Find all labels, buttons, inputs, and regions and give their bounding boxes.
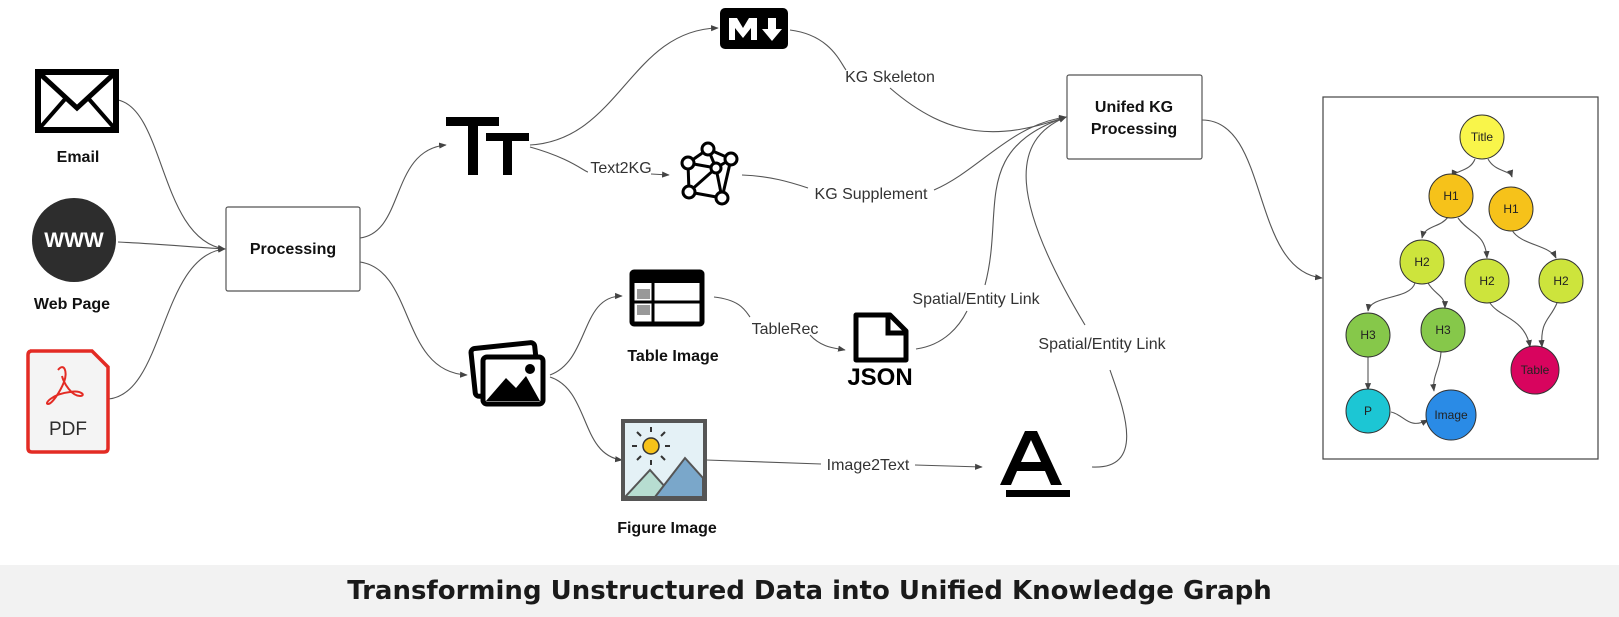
json-file-icon: JSON (847, 312, 913, 391)
kg-node-title-label: Title (1471, 130, 1494, 144)
edge-kg-unified (741, 117, 1066, 191)
table-image-label: Table Image (627, 348, 718, 365)
kg-node-h3-b-label: H3 (1435, 323, 1451, 337)
kg-node-p: P (1345, 388, 1391, 434)
edge-pdf-processing (107, 246, 226, 400)
tablerec-label: TableRec (752, 321, 819, 338)
knowledge-graph-icon (680, 141, 739, 206)
kg-node-h2-c-label: H2 (1553, 274, 1569, 288)
edge-figure-font (705, 460, 982, 467)
kg-node-h2-a-label: H2 (1414, 255, 1430, 269)
kg-skeleton-label: KG Skeleton (845, 69, 935, 86)
json-text: JSON (847, 364, 912, 391)
webpage-label: Web Page (34, 296, 110, 313)
kg-node-h2-a: H2 (1399, 239, 1445, 285)
processing-box: Processing (225, 206, 361, 292)
kg-node-table-label: Table (1521, 363, 1550, 377)
edges (107, 25, 1323, 468)
kg-node-h1-right-label: H1 (1503, 202, 1519, 216)
edge-json-unified (915, 117, 1066, 350)
edge-images-figure (549, 376, 623, 463)
kg-supplement-label: KG Supplement (815, 186, 929, 203)
pipeline-diagram: Email WWW Web Page PDF Processing (26, 8, 1599, 537)
footer-bar: Transforming Unstructured Data into Unif… (0, 565, 1619, 617)
kg-node-h3-b: H3 (1420, 307, 1466, 353)
edge-processing-images (359, 261, 468, 378)
unified-label-line1: Unifed KG (1095, 99, 1173, 116)
kg-node-h1-right: H1 (1488, 186, 1534, 232)
kg-edges (1364, 158, 1558, 426)
table-icon (629, 269, 705, 327)
edge-markdown-unified (789, 29, 1066, 133)
www-text: WWW (44, 229, 104, 252)
edge-table-json (713, 296, 845, 350)
processing-label: Processing (250, 241, 336, 258)
diagram-title: Transforming Unstructured Data into Unif… (347, 576, 1272, 606)
spatial-entity-link-label-1: Spatial/Entity Link (912, 291, 1040, 308)
text-tt-icon (446, 117, 529, 175)
kg-node-h1-left-label: H1 (1443, 189, 1459, 203)
unified-kg-processing-box: Unifed KG Processing (1066, 74, 1203, 160)
spatial-entity-link-label-2: Spatial/Entity Link (1038, 336, 1166, 353)
markdown-icon (720, 8, 788, 49)
kg-node-title: Title (1459, 114, 1505, 160)
kg-node-h3-a-label: H3 (1360, 328, 1376, 342)
kg-node-image-label: Image (1434, 408, 1468, 422)
edge-unified-kg (1201, 119, 1323, 281)
kg-node-p-label: P (1364, 404, 1372, 418)
kg-node-h1-left: H1 (1428, 173, 1474, 219)
kg-node-h2-b-label: H2 (1479, 274, 1495, 288)
text-a-icon (1000, 431, 1070, 497)
globe-www-icon: WWW (32, 198, 116, 282)
email-label: Email (57, 149, 100, 166)
edge-web-processing (117, 241, 226, 252)
edge-images-table (549, 292, 623, 376)
knowledge-graph-output: Title H1 H1 H2 H2 H2 H3 H3 (1322, 96, 1599, 460)
pdf-document-icon: PDF (26, 349, 110, 454)
kg-node-table: Table (1510, 345, 1560, 395)
images-icon (468, 340, 546, 407)
edge-text-kg (529, 146, 669, 175)
kg-node-h2-c: H2 (1538, 258, 1584, 304)
pdf-text: PDF (49, 419, 87, 440)
unified-label-line2: Processing (1091, 121, 1177, 138)
figure-image-label: Figure Image (617, 520, 717, 537)
edge-text-markdown (529, 25, 719, 146)
image2text-label: Image2Text (827, 457, 910, 474)
kg-node-h2-b: H2 (1464, 258, 1510, 304)
edge-font-unified (1025, 117, 1128, 468)
text2kg-label: Text2KG (590, 160, 651, 177)
kg-node-image: Image (1425, 389, 1477, 441)
edge-email-processing (117, 99, 226, 252)
envelope-icon (35, 69, 119, 133)
kg-node-h3-a: H3 (1345, 312, 1391, 358)
edge-processing-text (359, 142, 447, 239)
figure-image-icon (621, 419, 707, 501)
